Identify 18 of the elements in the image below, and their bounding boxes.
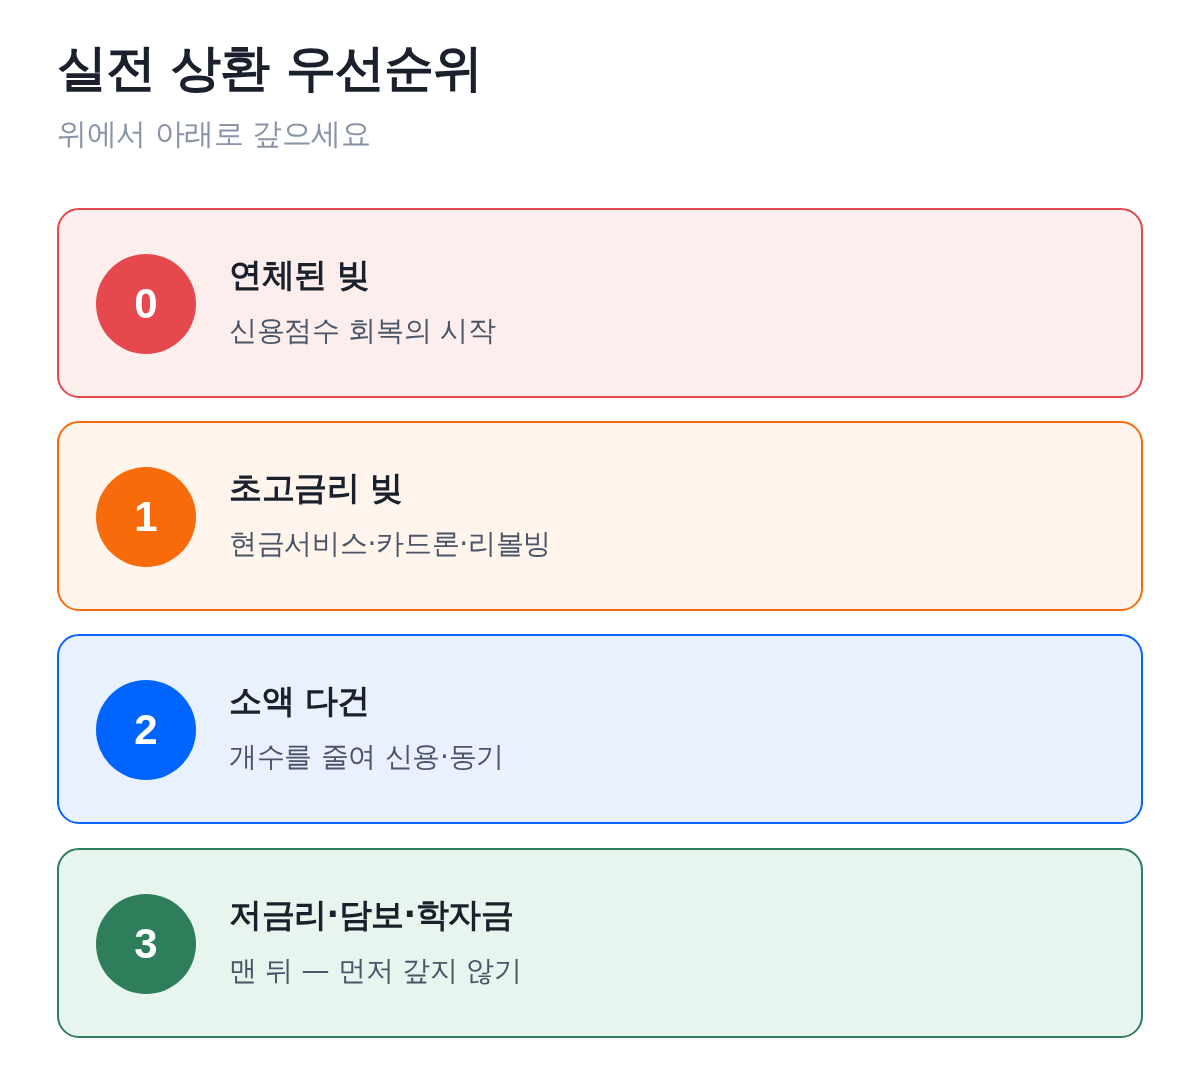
- priority-card: [57, 634, 1143, 824]
- title: 실전 상환 우선순위: [57, 38, 482, 98]
- card-description: 맨 뒤 — 먼저 갚지 않기: [229, 954, 522, 988]
- priority-card: [57, 848, 1143, 1038]
- number-badge: 2: [96, 680, 196, 780]
- card-heading: 초고금리 빚: [229, 468, 403, 508]
- subtitle: 위에서 아래로 갚으세요: [57, 116, 371, 152]
- card-description: 현금서비스·카드론·리볼빙: [229, 527, 551, 561]
- card-heading: 연체된 빚: [229, 255, 370, 295]
- card-heading: 소액 다건: [229, 681, 370, 721]
- number-badge: 0: [96, 254, 196, 354]
- number-badge: 3: [96, 894, 196, 994]
- priority-card: [57, 208, 1143, 398]
- priority-card: [57, 421, 1143, 611]
- card-description: 신용점수 회복의 시작: [229, 314, 496, 348]
- card-heading: 저금리·담보·학자금: [229, 895, 514, 935]
- card-description: 개수를 줄여 신용·동기: [229, 740, 505, 774]
- number-badge: 1: [96, 467, 196, 567]
